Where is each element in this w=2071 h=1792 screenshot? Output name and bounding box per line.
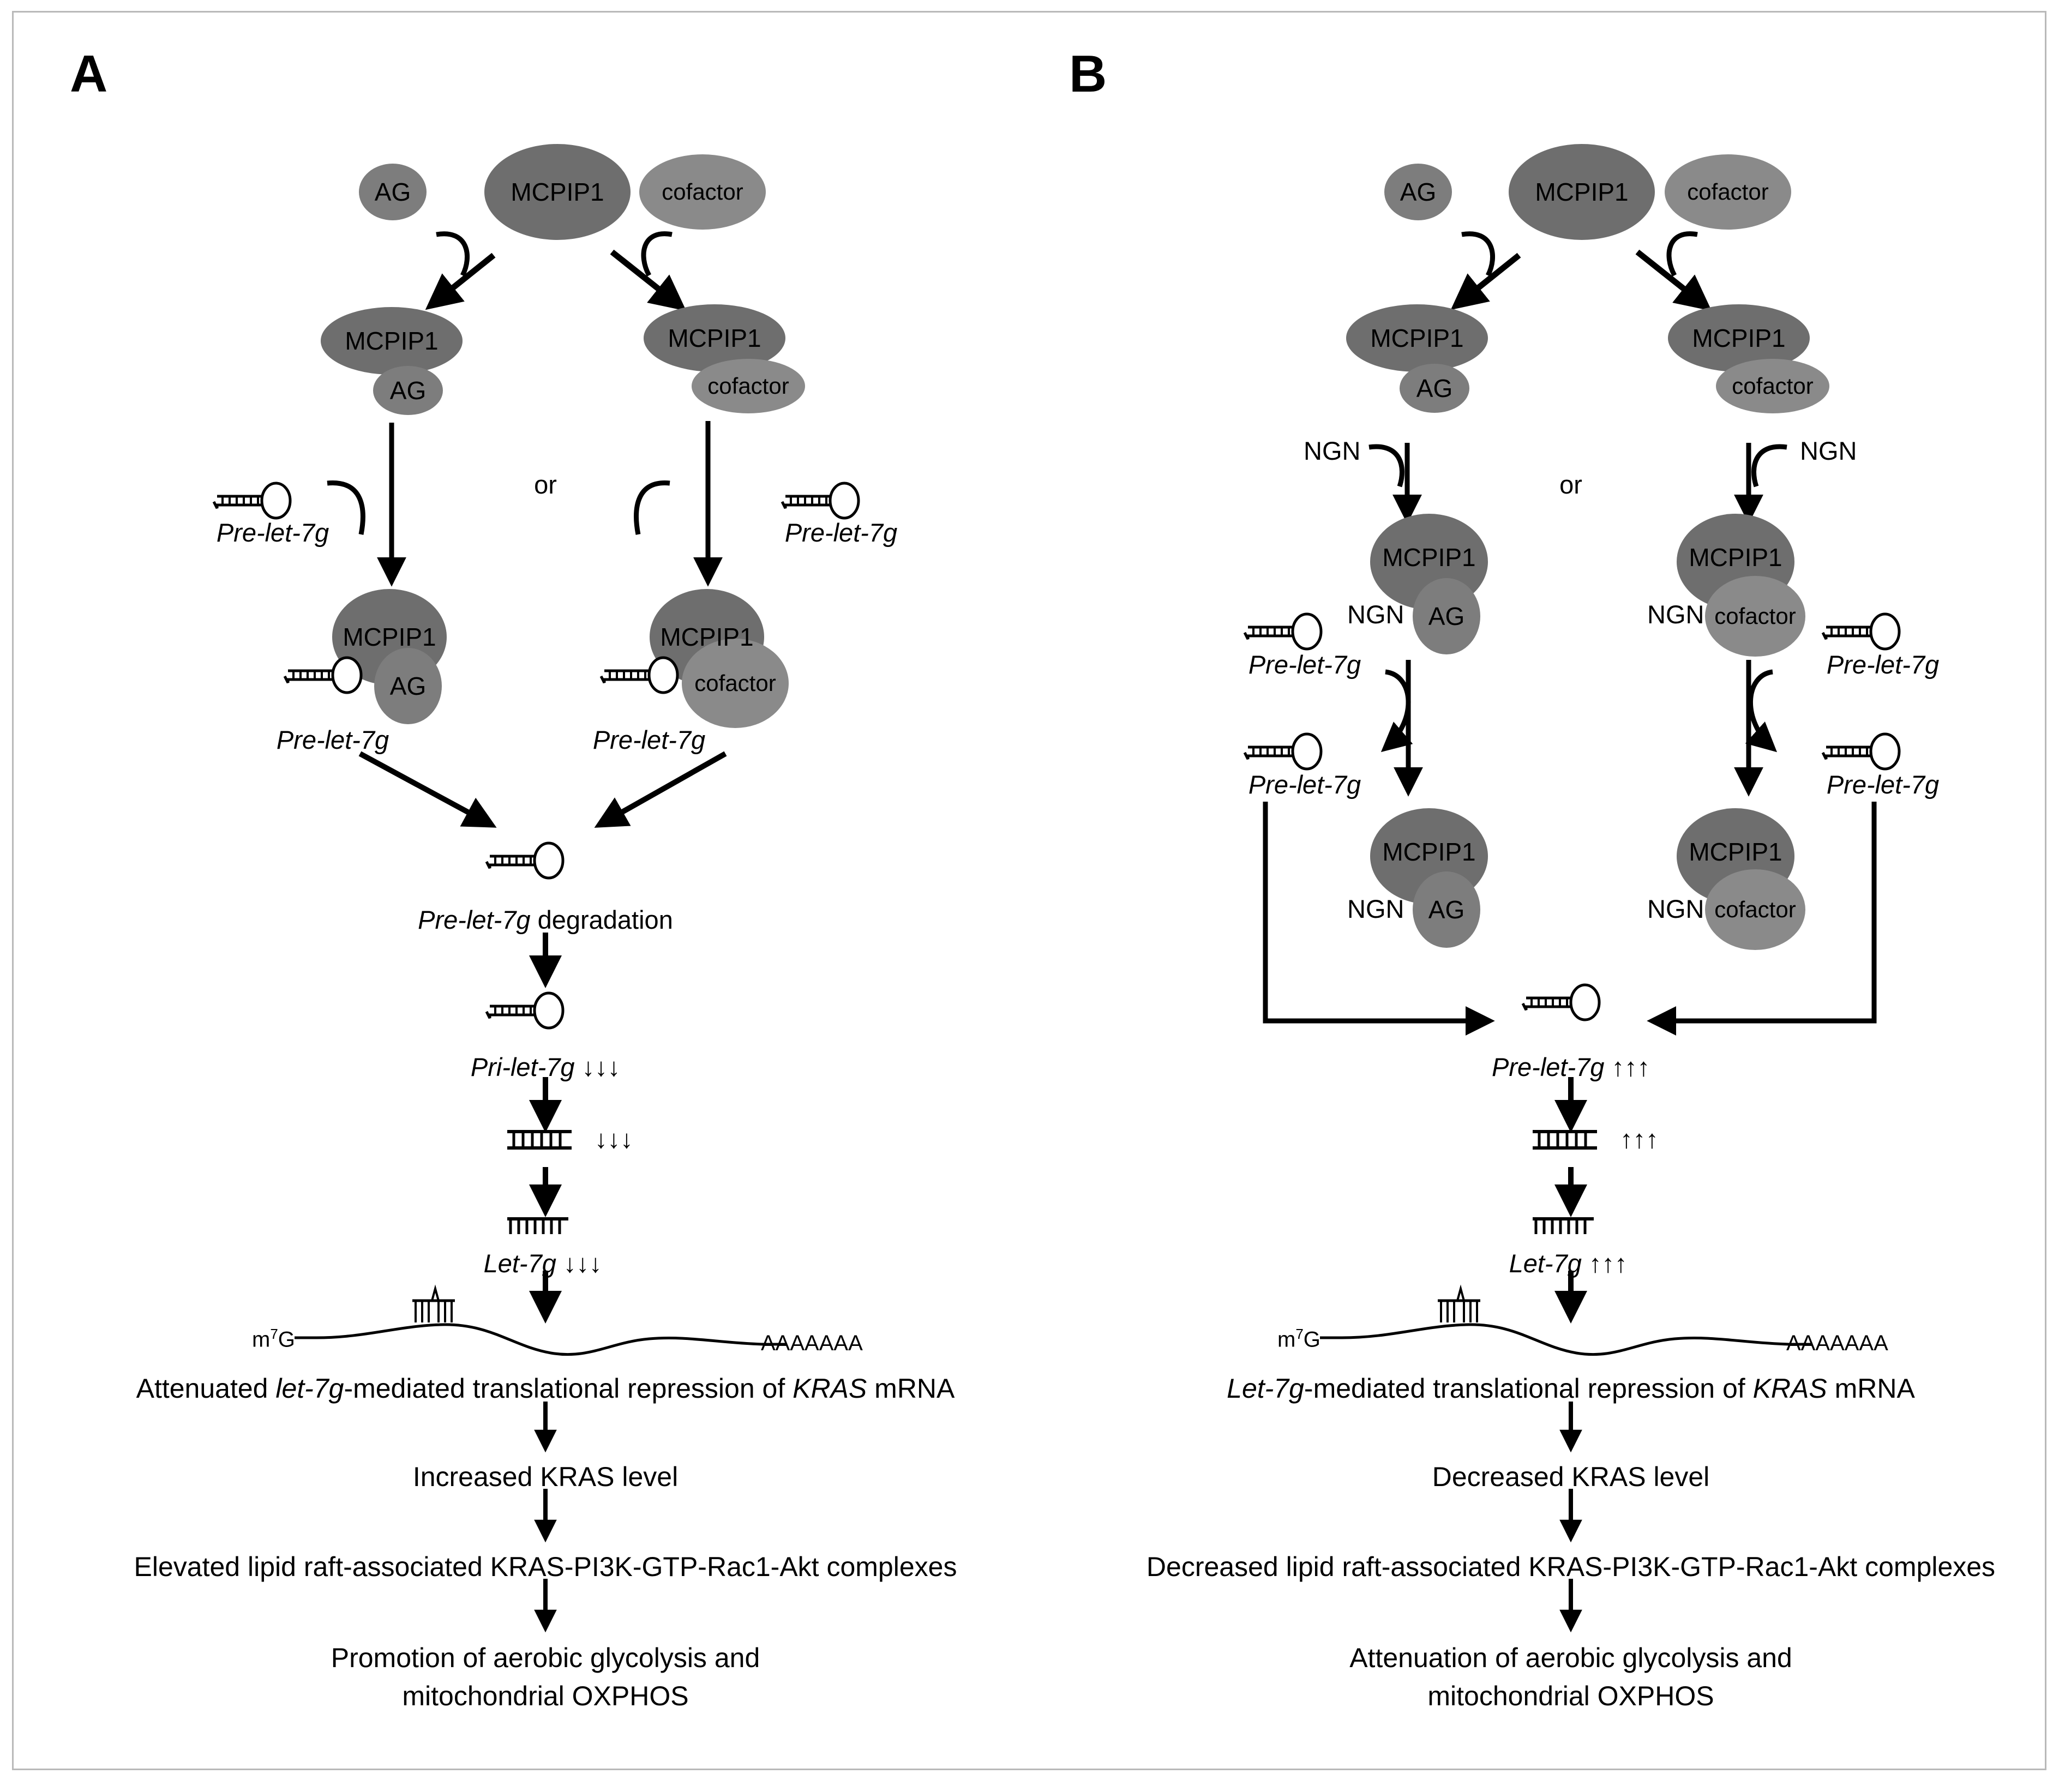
panel-b-complex1-mcpip1-left: MCPIP1 (1382, 543, 1476, 572)
panel-b-step-2: Decreased KRAS level (1432, 1462, 1710, 1492)
panel-a-ag-ellipse-label: AG (374, 178, 411, 206)
panel-a-complex-mcpip1-left: MCPIP1 (343, 623, 436, 651)
panel-a-complex-mcpip1-right: MCPIP1 (660, 623, 754, 651)
figure-border (12, 11, 2046, 1770)
panel-b-step-4-line2: mitochondrial OXPHOS (1427, 1681, 1714, 1711)
panel-a-step-4-line1: Promotion of aerobic glycolysis and (331, 1643, 760, 1673)
panel-b-or-label: or (1559, 470, 1582, 499)
panel-b-ngn-label-right: NGN (1800, 436, 1857, 465)
panel-a-complex-cofactor-right: cofactor (694, 670, 776, 696)
panel-a-pre-let7g-label-left: Pre-let-7g (216, 518, 329, 547)
panel-a-cofactor-ellipse-label: cofactor (662, 179, 743, 205)
panel-b-mcpip1-bound-label-left: MCPIP1 (1370, 324, 1464, 352)
panel-a-pri-let7g-down-arrows: ↓↓↓ (581, 1053, 621, 1081)
panel-b-mcpip1-bound-label-right: MCPIP1 (1692, 324, 1786, 352)
panel-a-step1-mid: -mediated translational repression of (344, 1373, 793, 1404)
panel-b-complex1-ngn-left: NGN (1347, 600, 1404, 629)
panel-b-cofactor-bound-label-right: cofactor (1732, 373, 1814, 399)
panel-b-step1-italic-kras: KRAS (1752, 1373, 1827, 1404)
panel-a-complex-pre-let7g-label-left: Pre-let-7g (276, 725, 389, 754)
panel-b-complex2-mcpip1-right: MCPIP1 (1689, 838, 1782, 866)
panel-b-step-1: Let-7g-mediated translational repression… (1227, 1373, 1915, 1405)
panel-b-pre-let7g-upper-right: Pre-let-7g (1826, 650, 1940, 679)
panel-b-duplex-up-arrows: ↑↑↑ (1620, 1124, 1659, 1153)
panel-b-complex2-mcpip1-left: MCPIP1 (1382, 838, 1476, 866)
panel-a-let7g-down-arrows: ↓↓↓ (563, 1249, 602, 1278)
panel-b-pre-let7g-lower-left: Pre-let-7g (1248, 770, 1361, 799)
panel-b-complex1-ag-left: AG (1428, 602, 1465, 630)
panel-a-complex-ag-left: AG (389, 672, 427, 700)
panel-a-degradation-italic: Pre-let-7g (418, 905, 531, 934)
panel-b-pre-let7g-pool-label: Pre-let-7g ↑↑↑ (1492, 1053, 1650, 1082)
panel-b-let7g-italic: Let-7g (1509, 1249, 1582, 1278)
panel-a-mcpip1-ellipse-label: MCPIP1 (511, 178, 604, 206)
panel-b-complex1-ngn-right: NGN (1647, 600, 1704, 629)
panel-a-degradation-rest: degradation (530, 905, 673, 934)
panel-a-pri-let7g-label: Pri-let-7g ↓↓↓ (471, 1053, 620, 1082)
panel-a-step1-italic-kras: KRAS (793, 1373, 867, 1404)
panel-a-degradation-label: Pre-let-7g degradation (418, 905, 673, 935)
panel-a-step-3: Elevated lipid raft-associated KRAS-PI3K… (134, 1552, 957, 1582)
panel-b-step1-post: mRNA (1827, 1373, 1915, 1404)
panel-a-pri-let7g-italic: Pri-let-7g (470, 1053, 575, 1081)
panel-a-or-label: or (534, 470, 557, 499)
panel-b-complex1-mcpip1-right: MCPIP1 (1689, 543, 1782, 572)
panel-b-ag-ellipse-label: AG (1400, 178, 1437, 206)
panel-a-mcpip1-bound-label-left: MCPIP1 (345, 327, 439, 355)
panel-b-ag-bound-label-left: AG (1416, 374, 1453, 402)
panel-a-cofactor-bound-label-right: cofactor (707, 373, 789, 399)
panel-a-polya-tail-label: AAAAAAA (761, 1331, 863, 1355)
panel-a-step-1: Attenuated let-7g-mediated translational… (136, 1373, 955, 1405)
panel-a-step-4-line2: mitochondrial OXPHOS (402, 1681, 689, 1711)
panel-b-ngn-label-left: NGN (1304, 436, 1361, 465)
panel-a-duplex-down-arrows: ↓↓↓ (595, 1124, 633, 1153)
panel-b-pre-let7g-lower-right: Pre-let-7g (1826, 770, 1940, 799)
panel-b-complex1-cofactor-right: cofactor (1714, 603, 1796, 629)
panel-a-ag-bound-label-left: AG (389, 376, 427, 405)
panel-b-let7g-up-arrows: ↑↑↑ (1588, 1249, 1628, 1278)
panel-a-let7g-italic: Let-7g (483, 1249, 556, 1278)
panel-a-pre-let7g-label-right: Pre-let-7g (784, 518, 898, 547)
panel-b-m7g-cap-label: m7G (1277, 1326, 1320, 1352)
panel-a-complex-pre-let7g-label-right: Pre-let-7g (592, 725, 706, 754)
panel-a-mcpip1-bound-label-right: MCPIP1 (668, 324, 761, 352)
panel-b-complex2-ngn-right: NGN (1647, 894, 1704, 923)
panel-b-let7g-label: Let-7g ↑↑↑ (1509, 1249, 1628, 1278)
panel-b-complex2-cofactor-right: cofactor (1714, 897, 1796, 922)
panel-a-step1-pre: Attenuated (136, 1373, 276, 1404)
panel-b-step-3: Decreased lipid raft-associated KRAS-PI3… (1146, 1552, 1996, 1582)
panel-a-m7g-cap-label: m7G (252, 1326, 295, 1352)
panel-b-cofactor-ellipse-label: cofactor (1687, 179, 1769, 205)
panel-a-step1-italic-let7g: let-7g (275, 1373, 344, 1404)
panel-b-step1-mid: -mediated translational repression of (1304, 1373, 1753, 1404)
panel-b-step1-italic-let7g: Let-7g (1227, 1373, 1304, 1404)
panel-b-letter: B (1069, 45, 1107, 103)
panel-a-letter: A (70, 45, 108, 103)
panel-b-complex2-ag-left: AG (1428, 895, 1465, 924)
panel-a-let7g-label: Let-7g ↓↓↓ (484, 1249, 602, 1278)
panel-a-step1-post: mRNA (867, 1373, 955, 1404)
panel-b-polya-tail-label: AAAAAAA (1786, 1331, 1888, 1355)
panel-a-step-2: Increased KRAS level (412, 1462, 679, 1492)
panel-b-pre-let7g-pool-italic: Pre-let-7g (1492, 1053, 1605, 1081)
panel-b-pre-let7g-upper-left: Pre-let-7g (1248, 650, 1361, 679)
panel-b-step-4-line1: Attenuation of aerobic glycolysis and (1349, 1643, 1792, 1673)
panel-b-pre-let7g-up-arrows: ↑↑↑ (1611, 1053, 1650, 1081)
panel-b-mcpip1-ellipse-label: MCPIP1 (1535, 178, 1629, 206)
panel-b-complex2-ngn-left: NGN (1347, 894, 1404, 923)
